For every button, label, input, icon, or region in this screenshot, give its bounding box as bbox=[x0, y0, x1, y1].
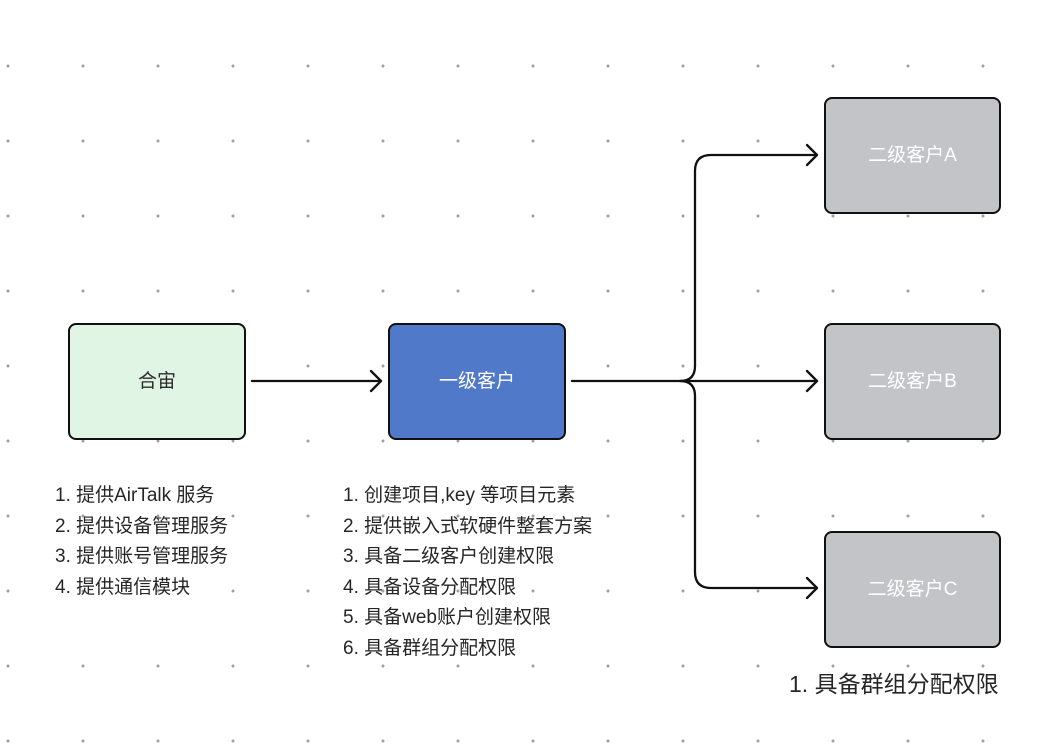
node-primary-customer[interactable]: 一级客户 bbox=[388, 323, 566, 440]
note-item: 3. 提供账号管理服务 bbox=[55, 546, 229, 567]
connector-primary-to-secondary-c bbox=[678, 379, 819, 590]
node-label: 合宙 bbox=[137, 371, 176, 392]
connector-primary-to-secondary-a bbox=[678, 153, 819, 383]
note-item: 3. 具备二级客户创建权限 bbox=[343, 546, 555, 567]
arrowhead-secondary-b bbox=[805, 369, 819, 393]
node-label: 一级客户 bbox=[438, 371, 515, 392]
node-secondary-customer-c[interactable]: 二级客户C bbox=[824, 531, 1001, 648]
node-secondary-customer-a[interactable]: 二级客户A bbox=[824, 97, 1001, 214]
node-label: 二级客户A bbox=[868, 145, 957, 166]
note-item: 6. 具备群组分配权限 bbox=[343, 637, 517, 659]
node-hezhou[interactable]: 合宙 bbox=[68, 323, 246, 440]
arrowhead-secondary-c bbox=[805, 576, 819, 600]
secondary-customer-c-notes[interactable]: 1. 具备群组分配权限 bbox=[789, 669, 999, 699]
note-item: 1. 创建项目,key 等项目元素 bbox=[343, 485, 576, 506]
note-item: 4. 具备设备分配权限 bbox=[343, 576, 517, 598]
note-item: 4. 提供通信模块 bbox=[55, 576, 191, 598]
note-item: 1. 具备群组分配权限 bbox=[789, 671, 999, 697]
node-secondary-customer-b[interactable]: 二级客户B bbox=[824, 323, 1001, 440]
note-item: 1. 提供AirTalk 服务 bbox=[55, 485, 215, 506]
note-item: 2. 提供嵌入式软硬件整套方案 bbox=[343, 515, 593, 537]
primary-customer-notes[interactable]: 1. 创建项目,key 等项目元素 2. 提供嵌入式软硬件整套方案 3. 具备二… bbox=[343, 481, 592, 664]
hezhou-notes[interactable]: 1. 提供AirTalk 服务 2. 提供设备管理服务 3. 提供账号管理服务 … bbox=[55, 481, 228, 603]
note-item: 2. 提供设备管理服务 bbox=[55, 515, 229, 537]
note-item: 5. 具备web账户创建权限 bbox=[343, 607, 551, 628]
arrowhead-secondary-a bbox=[805, 143, 819, 167]
arrowhead-primary-customer bbox=[369, 369, 383, 393]
node-label: 二级客户C bbox=[867, 579, 958, 600]
node-label: 二级客户B bbox=[868, 371, 957, 392]
